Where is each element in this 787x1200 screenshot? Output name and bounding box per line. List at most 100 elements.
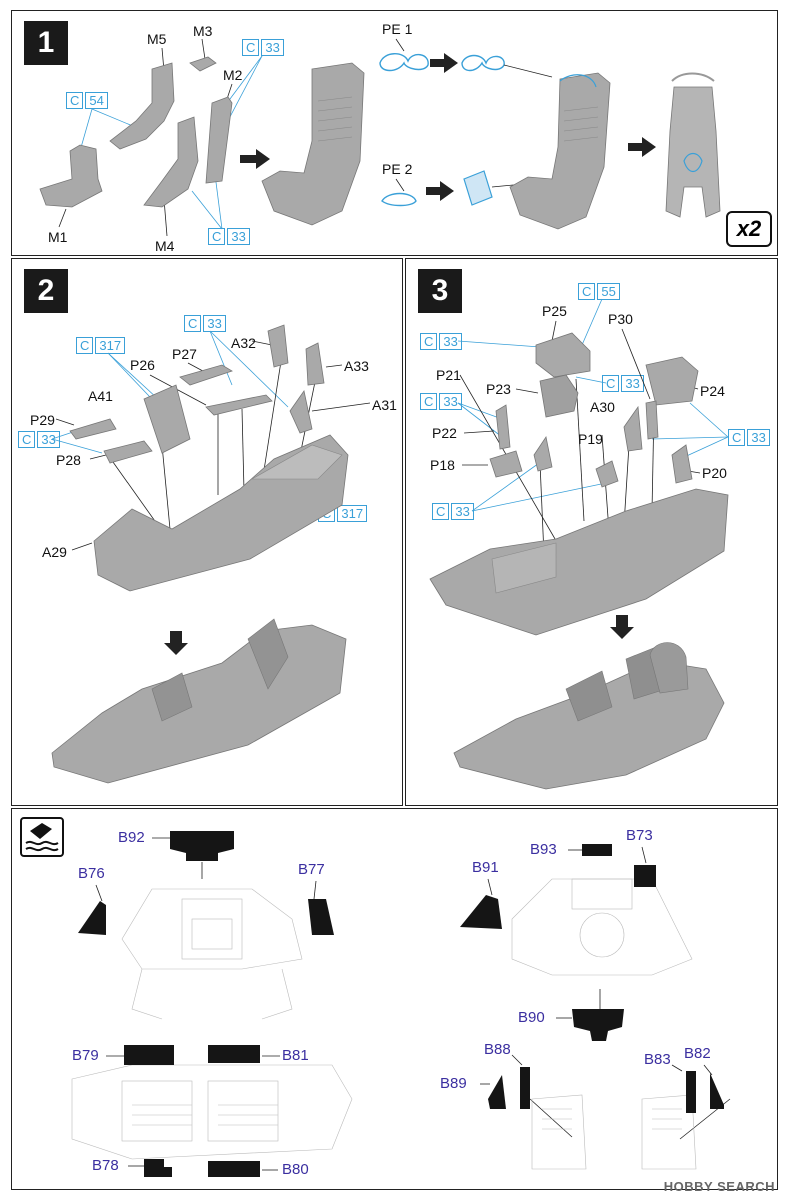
step-2-illustration xyxy=(51,324,371,784)
part-p26 xyxy=(205,394,273,416)
part-p18 xyxy=(489,450,523,478)
part-a30 xyxy=(623,405,643,452)
arrow-1b xyxy=(430,53,458,73)
part-label-p21: P21 xyxy=(436,367,461,383)
decal-label-b83: B83 xyxy=(644,1051,671,1068)
part-a41 xyxy=(143,384,191,454)
part-p25 xyxy=(535,332,591,378)
part-label-a41: A41 xyxy=(88,388,113,404)
assembled-seat-2 xyxy=(509,72,611,230)
part-a31 xyxy=(289,390,313,434)
part-label-p23: P23 xyxy=(486,381,511,397)
part-a32 xyxy=(267,324,289,368)
part-label-m5: M5 xyxy=(147,31,167,47)
part-label-pe1: PE 1 xyxy=(382,21,413,37)
arrow-1a xyxy=(240,149,270,169)
part-p23 xyxy=(539,374,579,418)
decal-b79 xyxy=(124,1045,174,1065)
pe-harness-2b xyxy=(463,170,493,206)
part-label-p20: P20 xyxy=(702,465,727,481)
water-slide-icon xyxy=(25,823,59,852)
step-1-illustration xyxy=(39,38,721,237)
decal-label-b76: B76 xyxy=(78,865,105,882)
part-label-a32: A32 xyxy=(231,335,256,351)
arrow-1c xyxy=(426,181,454,201)
step-number: 1 xyxy=(37,26,55,59)
decal-b81 xyxy=(208,1045,260,1063)
decal-label-b89: B89 xyxy=(440,1075,467,1092)
part-label-p19: P19 xyxy=(578,431,603,447)
part-p29 xyxy=(69,418,117,440)
part-label-m4: M4 xyxy=(155,238,175,254)
step-3-panel: 3 P25 P30 P21 P23 P24 A30 P22 P19 P18 P2… xyxy=(405,258,778,806)
part-label-p28: P28 xyxy=(56,452,81,468)
arrow-down-3 xyxy=(610,615,634,639)
decal-illustration xyxy=(71,831,731,1177)
decal-b88 xyxy=(520,1067,530,1109)
part-p24 xyxy=(645,356,699,406)
part-label-p18: P18 xyxy=(430,457,455,473)
pe-harness-2 xyxy=(381,192,417,207)
step-3-illustration xyxy=(429,298,729,790)
part-label-p24: P24 xyxy=(700,383,725,399)
decal-b77 xyxy=(308,899,334,935)
cockpit-tub-assembled xyxy=(51,624,347,784)
assembled-seat-1 xyxy=(261,62,365,226)
decal-b78 xyxy=(144,1159,172,1177)
decal-label-b88: B88 xyxy=(484,1041,511,1058)
cockpit-tub-assembled-3 xyxy=(453,660,725,790)
part-label-pe2: PE 2 xyxy=(382,161,413,177)
part-p21 xyxy=(533,435,553,472)
decal-label-b92: B92 xyxy=(118,829,145,846)
pe-harness-1b xyxy=(461,54,505,72)
decal-label-b91: B91 xyxy=(472,859,499,876)
decal-label-b81: B81 xyxy=(282,1047,309,1064)
decal-b89 xyxy=(488,1075,506,1109)
seat-part-m2 xyxy=(205,96,233,184)
part-label-p22: P22 xyxy=(432,425,457,441)
part-p22 xyxy=(495,404,511,450)
step-number: 3 xyxy=(431,274,449,307)
decal-label-b93: B93 xyxy=(530,841,557,858)
part-label-m2: M2 xyxy=(223,67,243,83)
arrow-down-2 xyxy=(164,631,188,655)
part-p28 xyxy=(103,440,153,464)
part-label-a29: A29 xyxy=(42,544,67,560)
seat-part-m5 xyxy=(109,62,175,150)
decal-label-b77: B77 xyxy=(298,861,325,878)
part-label-p25: P25 xyxy=(542,303,567,319)
decal-b82 xyxy=(710,1073,724,1109)
part-p30 xyxy=(645,400,659,440)
decal-b93 xyxy=(582,844,612,856)
step-1-badge: 1 xyxy=(24,21,68,65)
part-label-p30: P30 xyxy=(608,311,633,327)
decal-b80 xyxy=(208,1161,260,1177)
decal-label-b79: B79 xyxy=(72,1047,99,1064)
part-label-a30: A30 xyxy=(590,399,615,415)
decal-b73 xyxy=(634,865,656,887)
seat-part-m3 xyxy=(189,56,217,72)
decal-panel: B92 B76 B77 B93 B73 B91 B90 B79 B81 B78 … xyxy=(11,808,778,1190)
decal-label-b90: B90 xyxy=(518,1009,545,1026)
part-p20 xyxy=(671,444,693,484)
part-a33 xyxy=(305,342,325,386)
decal-label-b78: B78 xyxy=(92,1157,119,1174)
decal-b92 xyxy=(170,831,234,861)
step-3-badge: 3 xyxy=(418,269,462,313)
part-p19 xyxy=(595,460,619,488)
part-label-a31: A31 xyxy=(372,397,397,413)
part-label-p26: P26 xyxy=(130,357,155,373)
step-2-badge: 2 xyxy=(24,269,68,313)
